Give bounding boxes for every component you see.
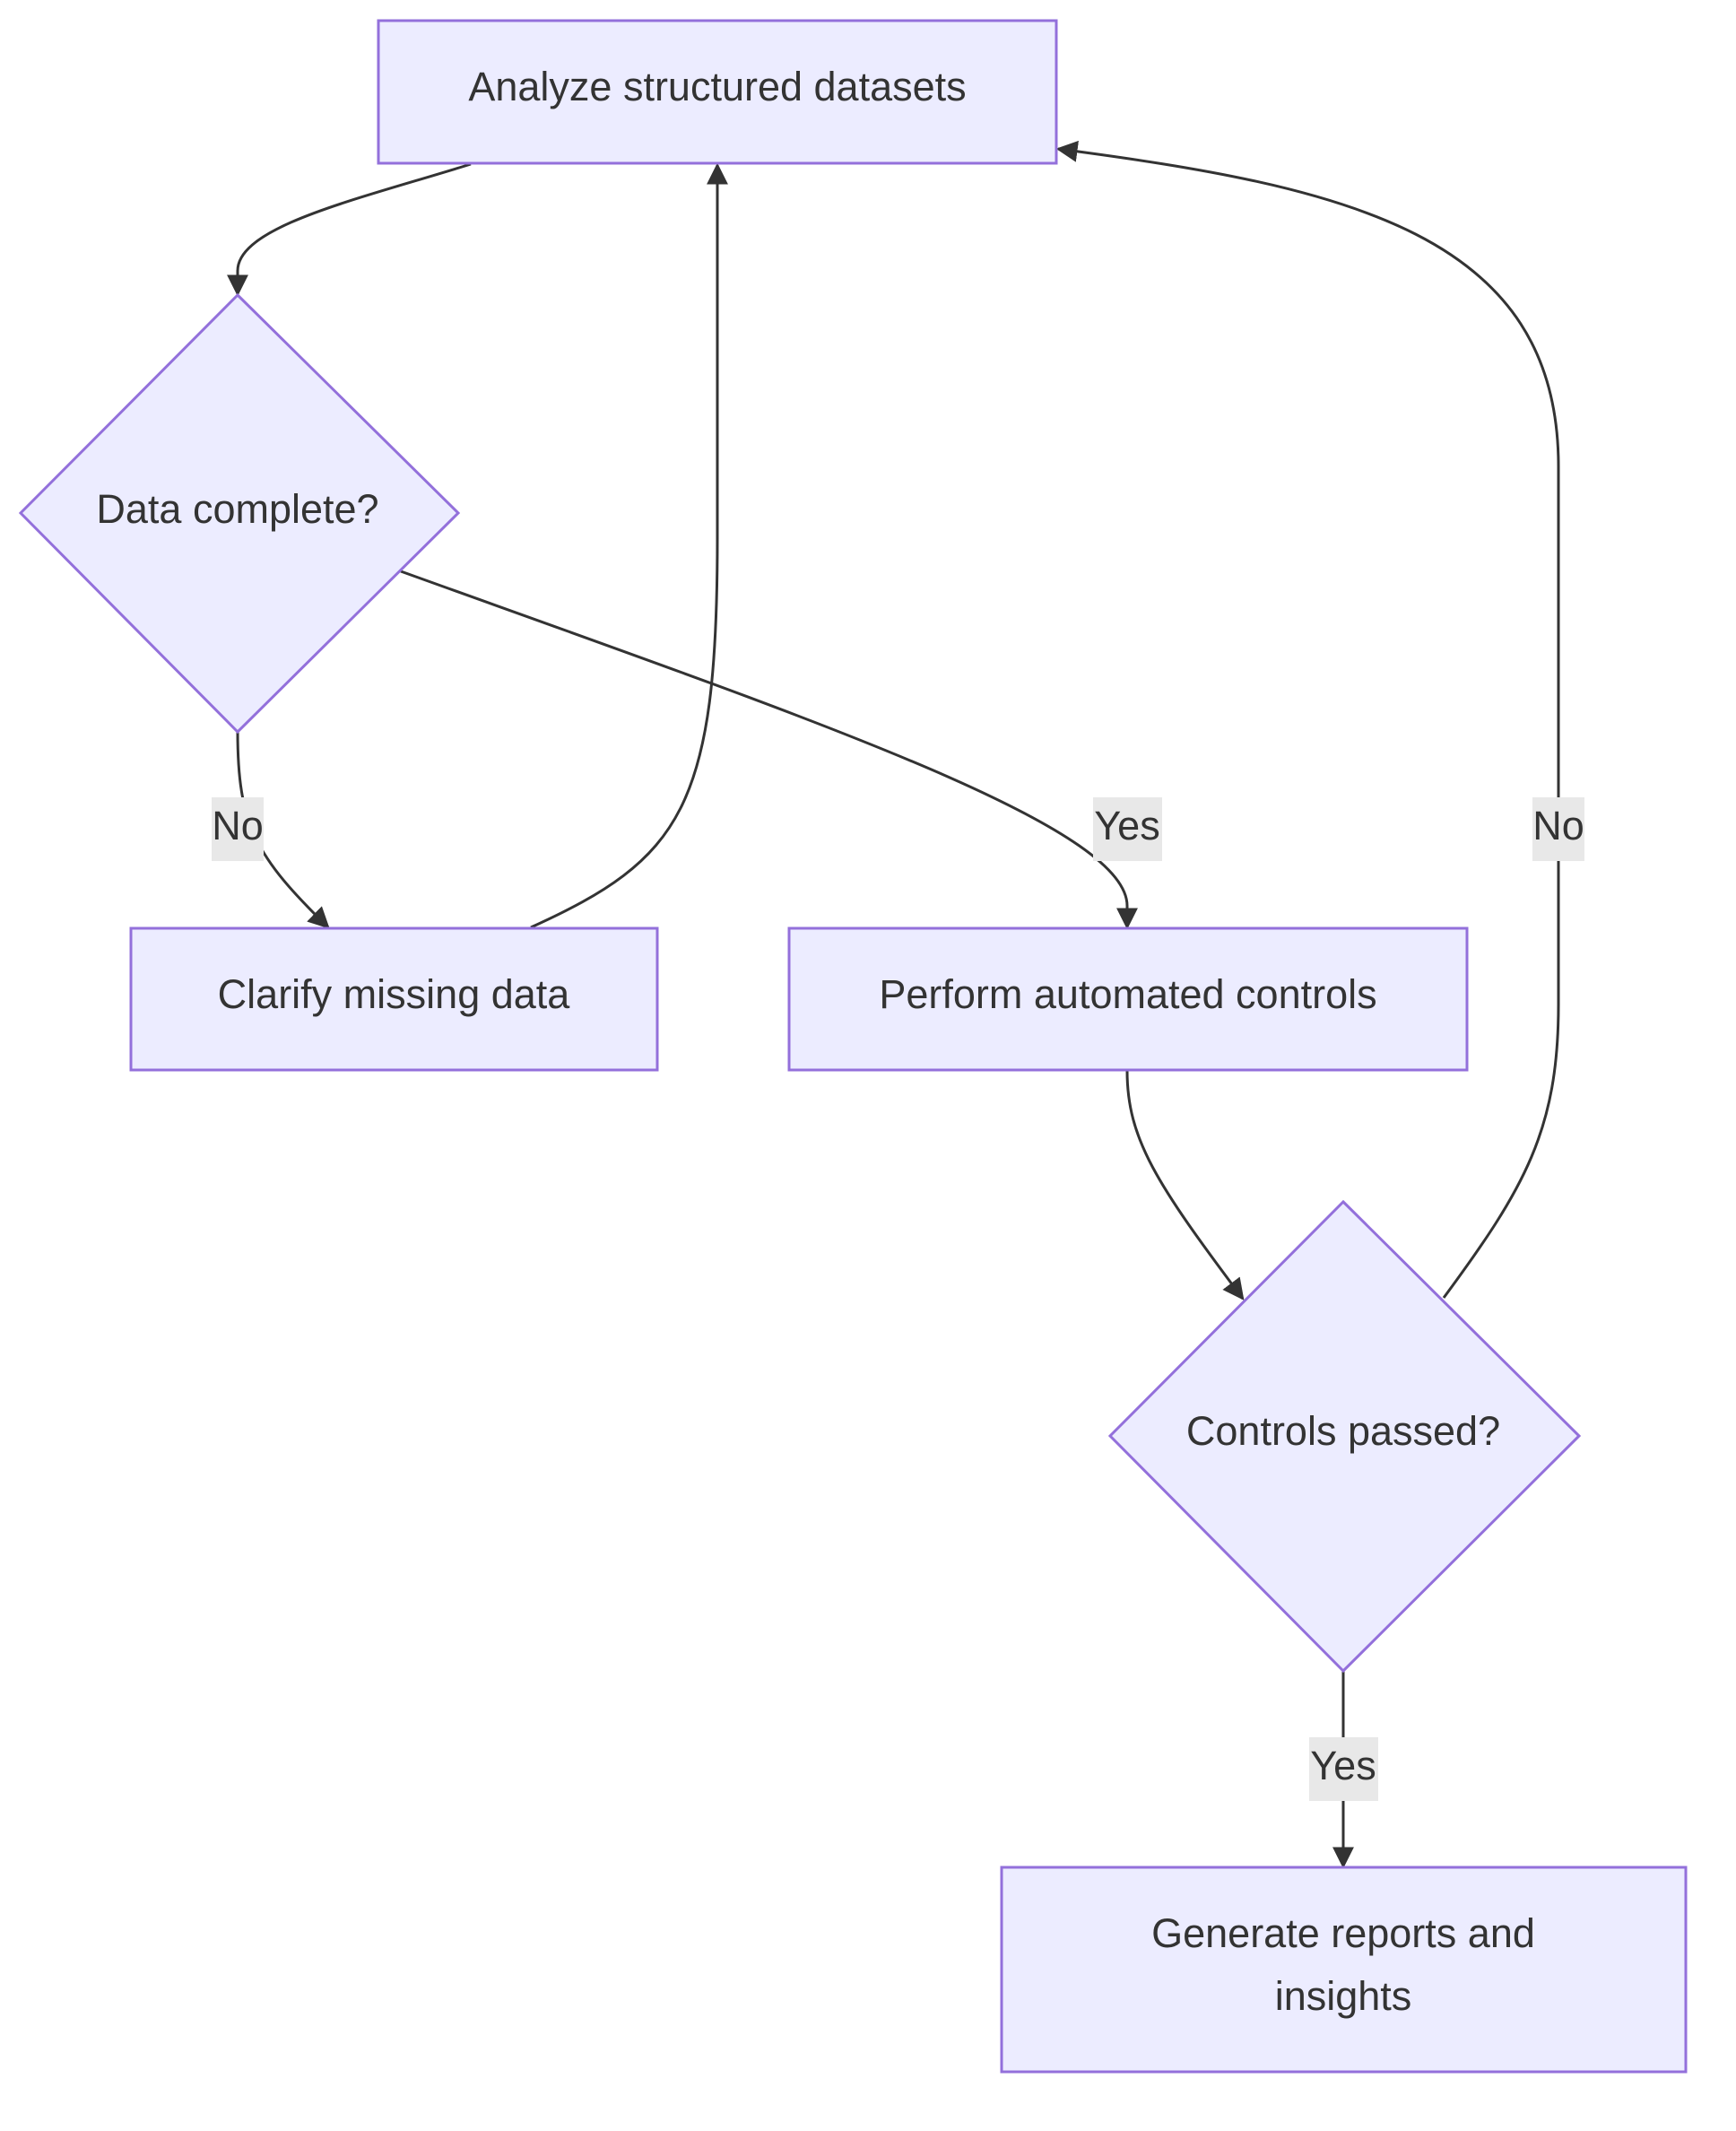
edge-analyze-to-data-complete	[227, 162, 472, 297]
node-controls-passed-decision: Controls passed?	[1107, 1199, 1582, 1674]
node-analyze-label: Analyze structured datasets	[468, 64, 966, 109]
edge-label-data-complete-yes-text: Yes	[1094, 803, 1159, 848]
node-data-complete-decision: Data complete?	[18, 292, 461, 735]
node-perform-automated-controls: Perform automated controls	[787, 926, 1469, 1072]
node-clarify-missing-data: Clarify missing data	[129, 926, 659, 1072]
node-perform-label: Perform automated controls	[879, 971, 1376, 1017]
edge-label-data-complete-no-text: No	[212, 803, 264, 848]
edge-label-data-complete-yes: Yes	[1093, 797, 1162, 861]
node-analyze-structured-datasets: Analyze structured datasets	[377, 19, 1058, 165]
edge-data-complete-yes-to-perform	[400, 570, 1138, 930]
node-generate-reports-and-insights: Generate reports and insights	[1000, 1866, 1688, 2074]
edge-perform-to-controls-passed	[1125, 1070, 1245, 1300]
edge-label-controls-no: No	[1532, 797, 1584, 861]
node-clarify-label: Clarify missing data	[218, 971, 571, 1017]
node-generate-label-line1: Generate reports and	[1151, 1910, 1535, 1956]
node-controls-passed-label: Controls passed?	[1186, 1408, 1500, 1454]
edge-label-controls-yes-text: Yes	[1310, 1743, 1376, 1788]
edge-label-controls-yes: Yes	[1309, 1737, 1378, 1801]
edge-label-data-complete-no: No	[212, 797, 264, 861]
node-generate-label-line2: insights	[1275, 1973, 1412, 2019]
edge-clarify-to-analyze	[530, 162, 728, 929]
node-data-complete-label: Data complete?	[96, 486, 378, 532]
edge-controls-passed-no-to-analyze	[1055, 140, 1560, 1299]
edge-label-controls-no-text: No	[1532, 803, 1584, 848]
